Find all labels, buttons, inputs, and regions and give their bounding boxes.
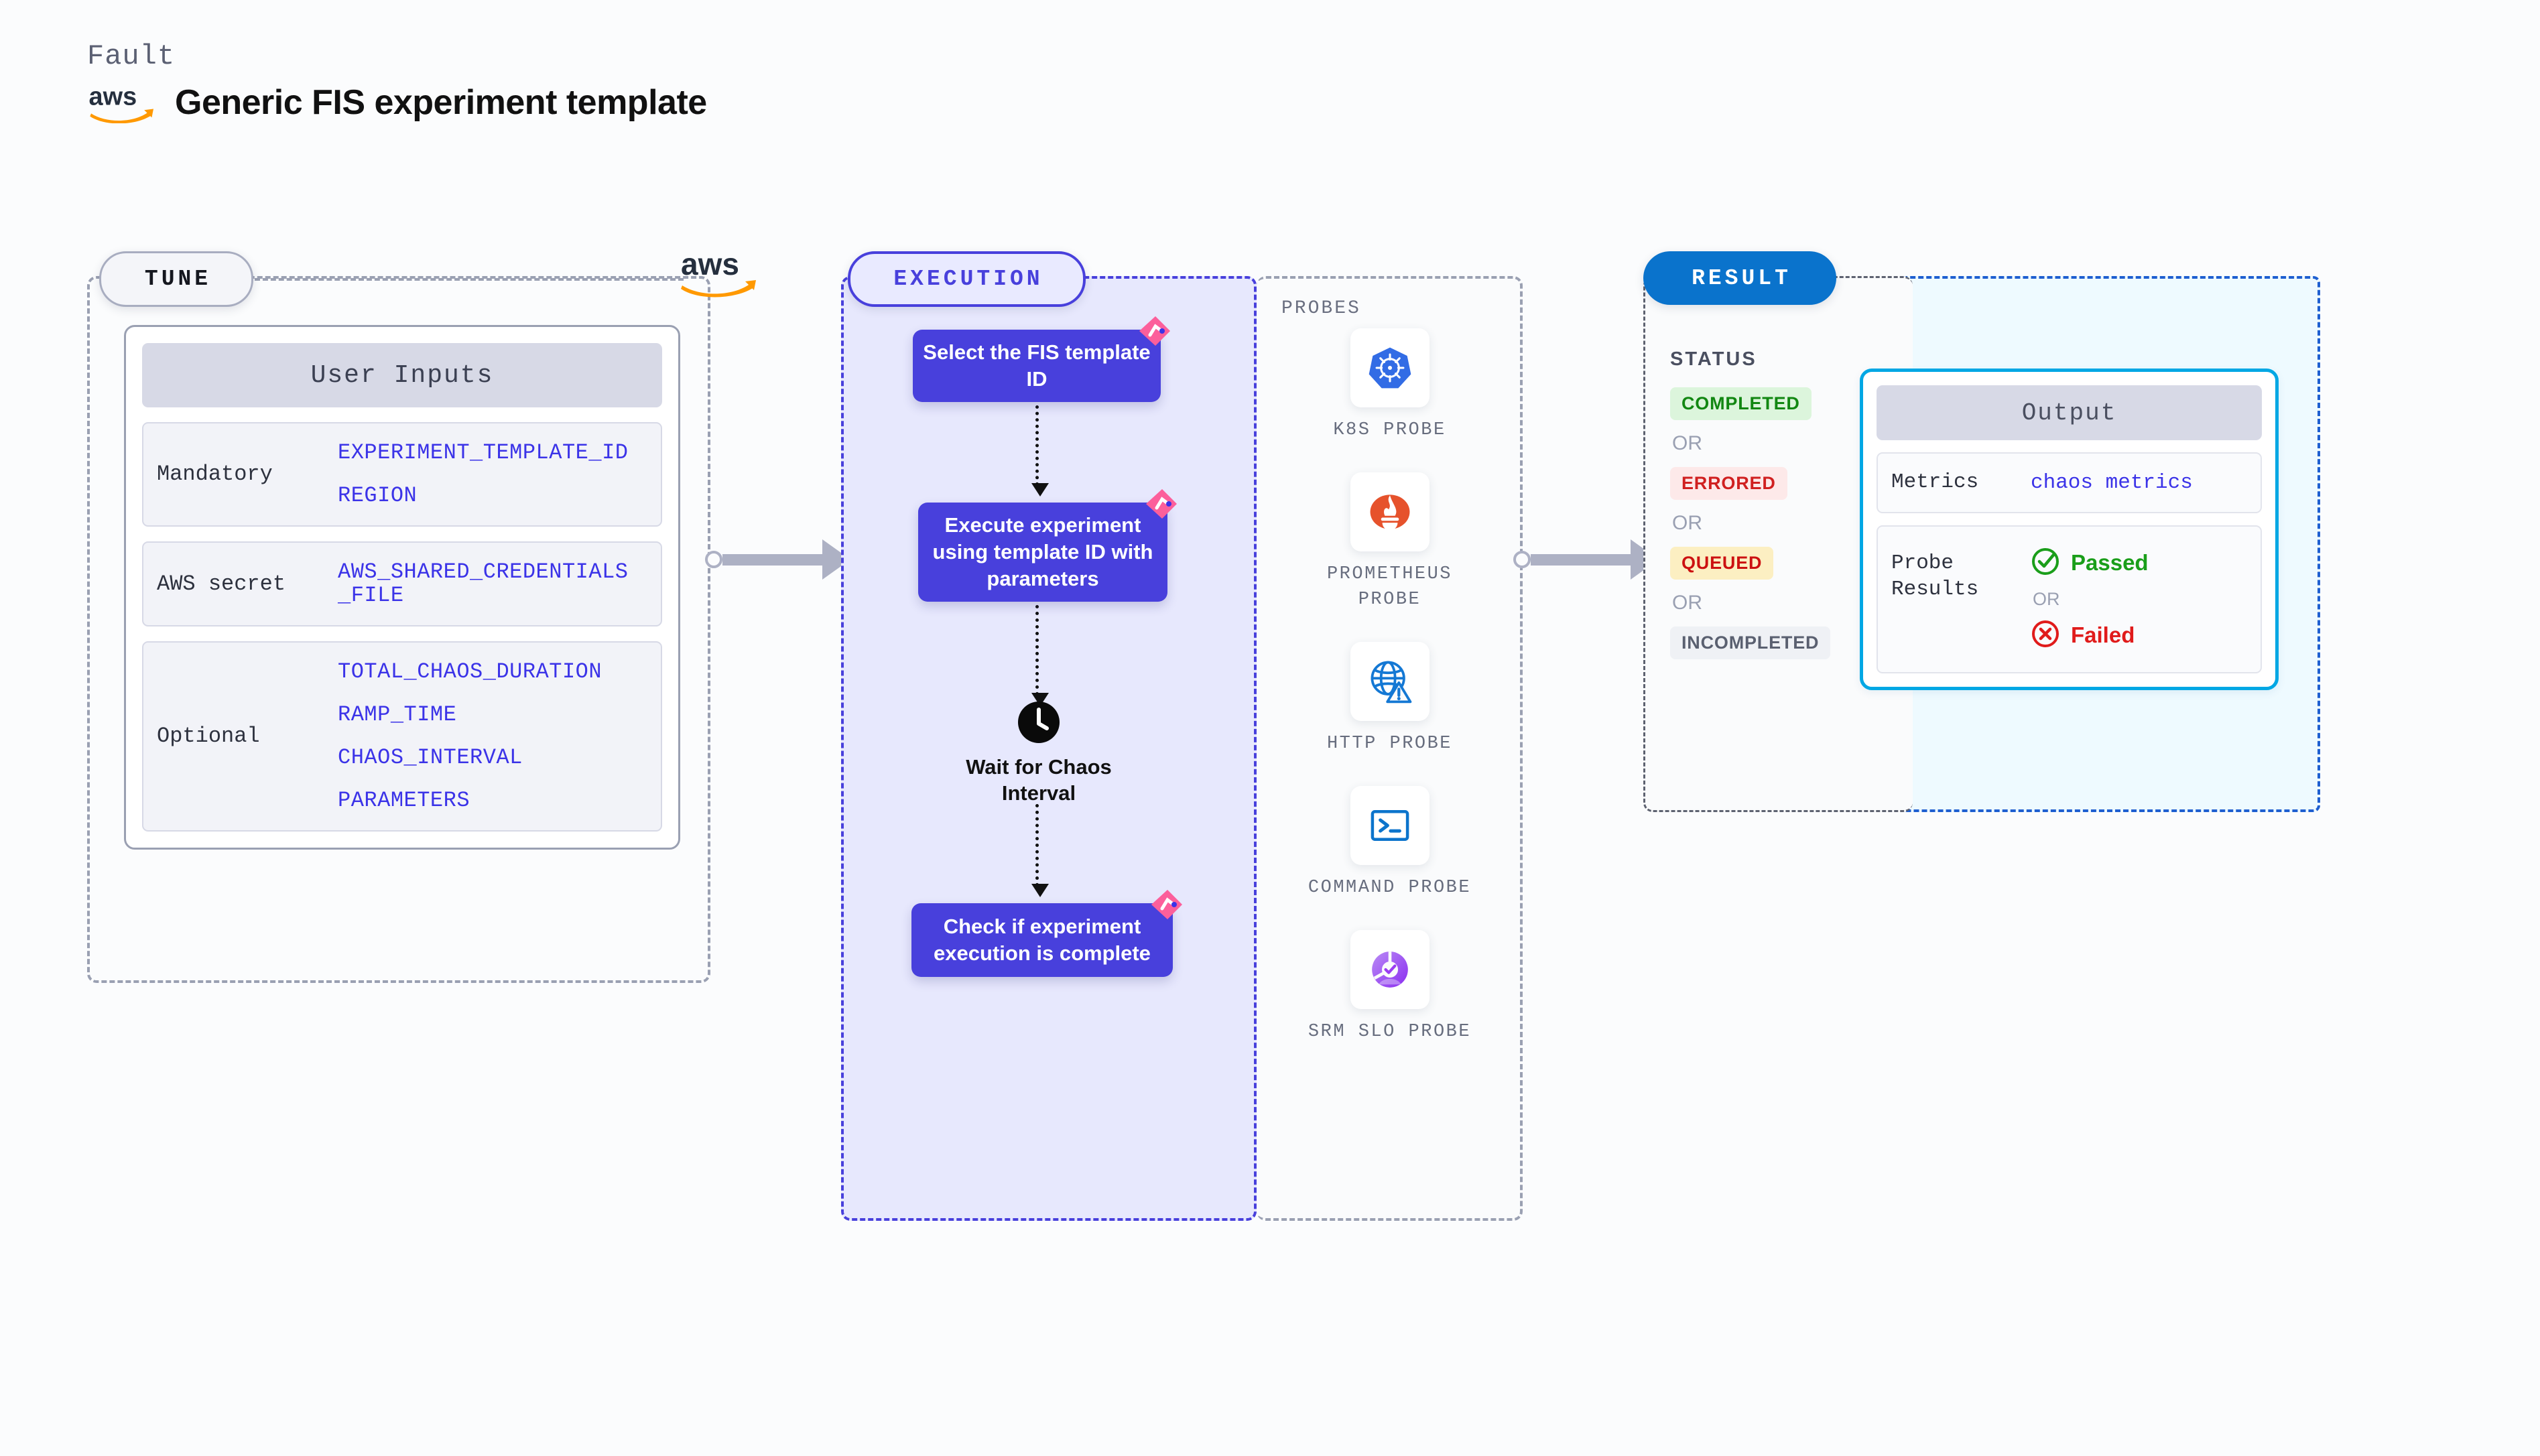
stage-badge-execution[interactable]: EXECUTION: [848, 251, 1086, 307]
terminal-icon: [1350, 786, 1430, 865]
kubernetes-icon: [1350, 328, 1430, 407]
output-row-probe-results: Probe Results Passed OR: [1877, 525, 2262, 673]
probe-item-prometheus[interactable]: PROMETHEUS PROBE: [1303, 472, 1477, 612]
probe-result-label: Failed: [2071, 622, 2135, 648]
probes-title: PROBES: [1281, 298, 1361, 319]
clock-icon: [1017, 700, 1061, 744]
probe-label: COMMAND PROBE: [1308, 878, 1472, 898]
litmus-logo-icon: [1135, 314, 1173, 348]
probes-container: [1257, 276, 1523, 1221]
input-row-aws-secret: AWS secret AWS_SHARED_CREDENTIALS _FILE: [142, 541, 662, 627]
input-var[interactable]: TOTAL_CHAOS_DURATION: [338, 659, 602, 685]
probe-item-k8s[interactable]: K8S PROBE: [1303, 328, 1477, 443]
input-var-list: AWS_SHARED_CREDENTIALS _FILE: [338, 559, 629, 608]
flow-step-wait-chaos-interval: Wait for Chaos Interval: [938, 700, 1139, 806]
output-key: Probe Results: [1891, 551, 1979, 601]
aws-logo-icon: aws: [87, 82, 157, 124]
probe-item-http[interactable]: HTTP PROBE: [1303, 641, 1477, 756]
input-var[interactable]: EXPERIMENT_TEMPLATE_ID: [338, 440, 629, 465]
input-row-label: Optional: [157, 724, 260, 749]
litmus-logo-icon: [1147, 887, 1185, 922]
page-header: Fault aws Generic FIS experiment templat…: [87, 40, 707, 124]
flow-step-execute-experiment[interactable]: Execute experiment using template ID wit…: [918, 489, 1177, 602]
flow-arrow: [1031, 405, 1049, 497]
probe-result-label: Passed: [2071, 550, 2149, 576]
probe-label: SRM SLO PROBE: [1308, 1022, 1472, 1043]
or-separator: OR: [2033, 588, 2060, 609]
connector-line: [1531, 553, 1632, 566]
flow-step-select-template[interactable]: Select the FIS template ID: [913, 316, 1170, 402]
probe-label: K8S PROBE: [1333, 420, 1446, 440]
connector-dot: [1513, 551, 1531, 568]
status-badge-completed: COMPLETED: [1670, 387, 1812, 420]
probe-result-failed: Failed: [2031, 619, 2149, 652]
aws-logo-icon: aws: [678, 247, 759, 300]
status-badge-incompleted: INCOMPLETED: [1670, 626, 1831, 659]
output-header: Output: [1877, 385, 2262, 440]
stage-badge-result[interactable]: RESULT: [1643, 251, 1836, 305]
probe-label: HTTP PROBE: [1326, 733, 1453, 754]
execution-stage-container: [841, 276, 1257, 1221]
probe-item-srm-slo[interactable]: SRM SLO PROBE: [1303, 930, 1477, 1045]
user-inputs-card: User Inputs Mandatory EXPERIMENT_TEMPLAT…: [124, 325, 680, 850]
wait-node-label: Wait for Chaos Interval: [966, 755, 1112, 805]
tune-dashed-connector: [255, 278, 684, 281]
metrics-link[interactable]: chaos metrics: [2031, 470, 2193, 494]
litmus-logo-icon: [1142, 486, 1180, 521]
eyebrow-label: Fault: [87, 40, 176, 72]
connector-tune-to-execution: [705, 539, 859, 580]
flow-arrow: [1031, 605, 1049, 706]
http-globe-warning-icon: [1350, 641, 1430, 721]
srm-slo-icon: [1350, 930, 1430, 1010]
input-var[interactable]: REGION: [338, 482, 418, 508]
stage-badge-tune[interactable]: TUNE: [99, 251, 253, 307]
input-var-list: TOTAL_CHAOS_DURATION RAMP_TIME CHAOS_INT…: [338, 660, 602, 812]
input-row-optional: Optional TOTAL_CHAOS_DURATION RAMP_TIME …: [142, 641, 662, 832]
or-separator: OR: [1672, 432, 1702, 454]
input-row-label: Mandatory: [157, 462, 273, 487]
or-separator: OR: [1672, 512, 1702, 534]
output-key: Metrics: [1891, 470, 1979, 494]
flow-step-label: Select the FIS template ID: [923, 340, 1151, 391]
status-badge-errored: ERRORED: [1670, 467, 1787, 500]
input-var[interactable]: PARAMETERS: [338, 787, 470, 813]
output-card: Output Metrics chaos metrics Probe Resul…: [1860, 369, 2279, 690]
x-circle-icon: [2031, 619, 2060, 652]
probes-list: K8S PROBE PROMETHEUS PROBE: [1257, 328, 1523, 1045]
flow-arrow: [1031, 804, 1049, 897]
input-var-list: EXPERIMENT_TEMPLATE_ID REGION: [338, 441, 628, 508]
probe-result-passed: Passed: [2031, 547, 2149, 580]
connector-line: [722, 553, 824, 566]
prometheus-icon: [1350, 472, 1430, 552]
output-row-metrics: Metrics chaos metrics: [1877, 452, 2262, 513]
user-inputs-header: User Inputs: [142, 343, 662, 407]
tune-stage-container: [87, 276, 710, 983]
input-var[interactable]: RAMP_TIME: [338, 702, 457, 728]
status-list: COMPLETED OR ERRORED OR QUEUED OR INCOMP…: [1670, 387, 1831, 659]
flow-step-check-complete[interactable]: Check if experiment execution is complet…: [911, 890, 1182, 977]
flow-step-label: Check if experiment execution is complet…: [934, 915, 1151, 965]
connector-dot: [705, 551, 722, 568]
flow-step-label: Execute experiment using template ID wit…: [932, 513, 1153, 590]
page-title: Generic FIS experiment template: [175, 83, 707, 122]
input-var[interactable]: CHAOS_INTERVAL: [338, 744, 523, 770]
status-title: STATUS: [1670, 348, 1757, 370]
input-row-mandatory: Mandatory EXPERIMENT_TEMPLATE_ID REGION: [142, 422, 662, 527]
input-var[interactable]: AWS_SHARED_CREDENTIALS _FILE: [338, 559, 629, 608]
probe-results-values: Passed OR Failed: [2031, 547, 2149, 652]
status-badge-queued: QUEUED: [1670, 547, 1774, 580]
title-row: aws Generic FIS experiment template: [87, 82, 707, 124]
input-row-label: AWS secret: [157, 571, 286, 596]
probe-label: PROMETHEUS PROBE: [1326, 564, 1453, 610]
svg-text:aws: aws: [89, 82, 137, 111]
svg-text:aws: aws: [681, 247, 739, 281]
or-separator: OR: [1672, 592, 1702, 614]
check-circle-icon: [2031, 547, 2060, 580]
probe-item-command[interactable]: COMMAND PROBE: [1303, 786, 1477, 901]
